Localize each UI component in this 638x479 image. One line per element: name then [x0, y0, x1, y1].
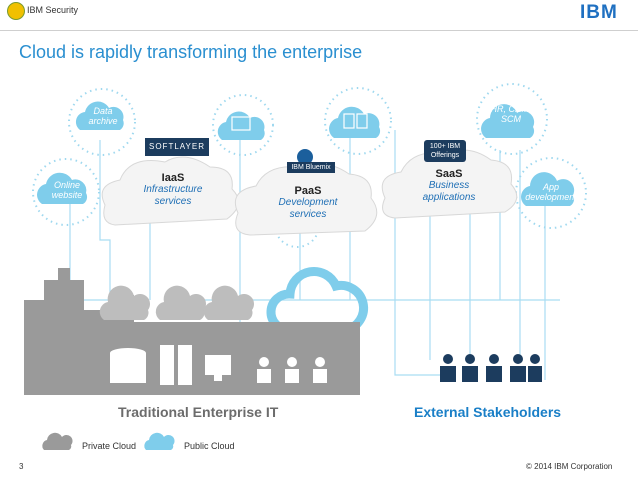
datacenter-equipment: [110, 345, 327, 385]
ibm-security-seal-icon: [7, 2, 25, 20]
private-clouds: [99, 285, 254, 320]
private-cloud-right: [203, 285, 254, 320]
ibm-logo: IBM: [580, 2, 618, 23]
online-website-cloud-icon: [37, 172, 88, 204]
bluemix-globe-icon: [297, 149, 313, 165]
legend-public-label: Public Cloud: [184, 441, 235, 451]
external-stakeholders-label: External Stakeholders: [414, 404, 562, 420]
external-stakeholder-icons: [440, 354, 542, 382]
saas-label: SaaS Business applications: [410, 168, 488, 204]
saas-name: SaaS: [435, 168, 463, 180]
private-cloud-left: [99, 285, 150, 320]
service-clouds: [101, 149, 518, 236]
copyright: © 2014 IBM Corporation: [526, 462, 613, 471]
saas-desc: Business applications: [422, 180, 476, 203]
private-cloud-mid: [155, 285, 206, 320]
paas-label: PaaS Development services: [268, 185, 348, 221]
traditional-it-label: Traditional Enterprise IT: [118, 404, 279, 420]
iaas-desc: Infrastructure services: [143, 184, 203, 207]
paas-name: PaaS: [294, 185, 322, 197]
central-public-cloud-icon: [266, 266, 369, 335]
legend-public-cloud-swatch: [144, 432, 175, 450]
page-title: Cloud is rapidly transforming the enterp…: [19, 42, 363, 62]
hr-crm-label: HR, CRM, SCM: [490, 104, 532, 124]
data-archive-cloud-icon: [75, 101, 124, 130]
paas-desc: Development services: [278, 197, 338, 220]
softlayer-label: SOFTLAYER: [149, 142, 205, 151]
iaas-name: IaaS: [161, 172, 185, 184]
legend-private-label: Private Cloud: [82, 441, 137, 451]
saas-offerings-badge: 100+ IBM Offerings: [429, 143, 461, 159]
app-dev-cloud-icon: [521, 172, 575, 206]
window-cloud-icon: [217, 111, 265, 140]
legend-private-cloud-swatch: [42, 432, 73, 450]
iaas-label: IaaS Infrastructure services: [128, 172, 218, 208]
data-archive-label: Data archive: [88, 106, 118, 126]
iaas-cloud: [101, 156, 239, 226]
bluemix-label: IBM Bluemix: [291, 164, 331, 171]
hr-crm-cloud-icon: [481, 104, 535, 138]
softlayer-logo: [145, 138, 209, 156]
header-brand: IBM Security: [27, 5, 79, 15]
online-website-label: Online website: [51, 180, 83, 200]
public-clouds-small: [37, 101, 575, 206]
page-number: 3: [19, 462, 24, 471]
header-divider: [0, 30, 638, 31]
app-dev-label: App development: [525, 182, 577, 202]
